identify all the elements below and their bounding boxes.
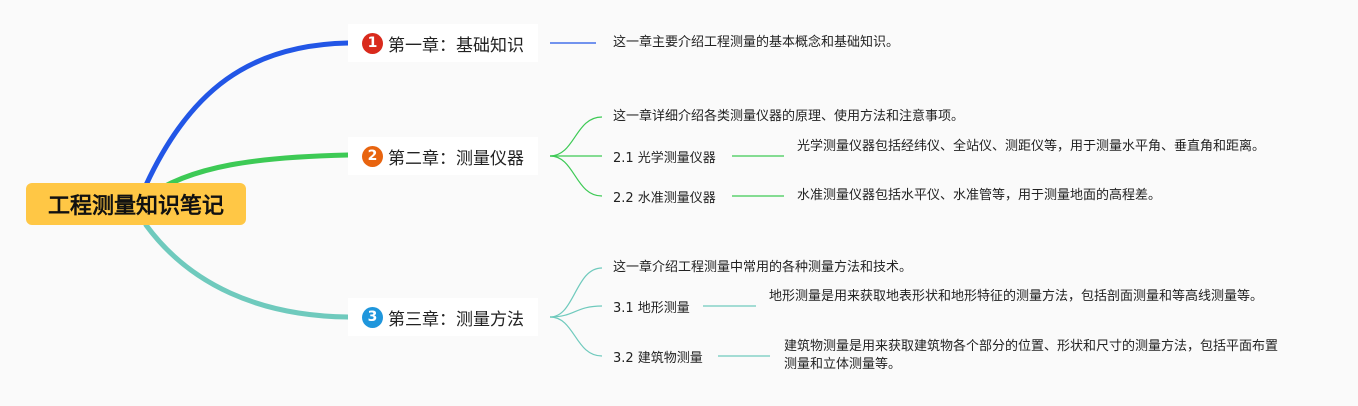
chapter-1-summary[interactable]: 这一章主要介绍工程测量的基本概念和基础知识。 — [613, 35, 900, 50]
section-3-1-title[interactable]: 3.1 地形测量 — [613, 301, 690, 316]
section-2-2-title[interactable]: 2.2 水准测量仪器 — [613, 191, 716, 206]
connector-ch3-s2 — [549, 316, 603, 357]
connector-ch3-summary — [549, 267, 603, 318]
chapter-title: 第三章：测量方法 — [388, 309, 524, 330]
chapter-node-2[interactable]: 2 第二章：测量仪器 — [348, 137, 538, 175]
chapter-title: 第二章：测量仪器 — [388, 148, 524, 169]
number-badge-icon: 2 — [362, 145, 383, 167]
branch-line-ch3 — [143, 222, 351, 320]
chapter-node-1[interactable]: 1 第一章：基础知识 — [348, 24, 538, 62]
section-2-1-detail[interactable]: 光学测量仪器包括经纬仪、全站仪、测距仪等，用于测量水平角、垂直角和距离。 — [797, 139, 1266, 154]
section-3-2-detail[interactable]: 建筑物测量是用来获取建筑物各个部分的位置、形状和尺寸的测量方法，包括平面布置测量… — [784, 339, 1279, 372]
root-topic[interactable]: 工程测量知识笔记 — [26, 183, 246, 225]
chapter-node-3[interactable]: 3 第三章：测量方法 — [348, 298, 538, 336]
connector-ch2-s2 — [549, 155, 603, 197]
chapter-title: 第一章：基础知识 — [388, 35, 524, 56]
section-2-2-detail[interactable]: 水准测量仪器包括水平仪、水准管等，用于测量地面的高程差。 — [797, 188, 1162, 203]
number-badge-icon: 1 — [362, 32, 383, 54]
chapter-2-summary[interactable]: 这一章详细介绍各类测量仪器的原理、使用方法和注意事项。 — [613, 109, 965, 124]
connector-ch2-summary — [549, 116, 603, 157]
number-badge-icon: 3 — [362, 306, 383, 328]
chapter-3-summary[interactable]: 这一章介绍工程测量中常用的各种测量方法和技术。 — [613, 260, 913, 275]
branch-line-ch1 — [143, 40, 351, 188]
root-title: 工程测量知识笔记 — [47, 194, 224, 219]
section-2-1-title[interactable]: 2.1 光学测量仪器 — [613, 151, 716, 166]
section-3-1-detail[interactable]: 地形测量是用来获取地表形状和地形特征的测量方法，包括剖面测量和等高线测量等。 — [769, 289, 1264, 304]
section-3-2-title[interactable]: 3.2 建筑物测量 — [613, 351, 703, 366]
connector-ch3-s1 — [549, 305, 603, 318]
